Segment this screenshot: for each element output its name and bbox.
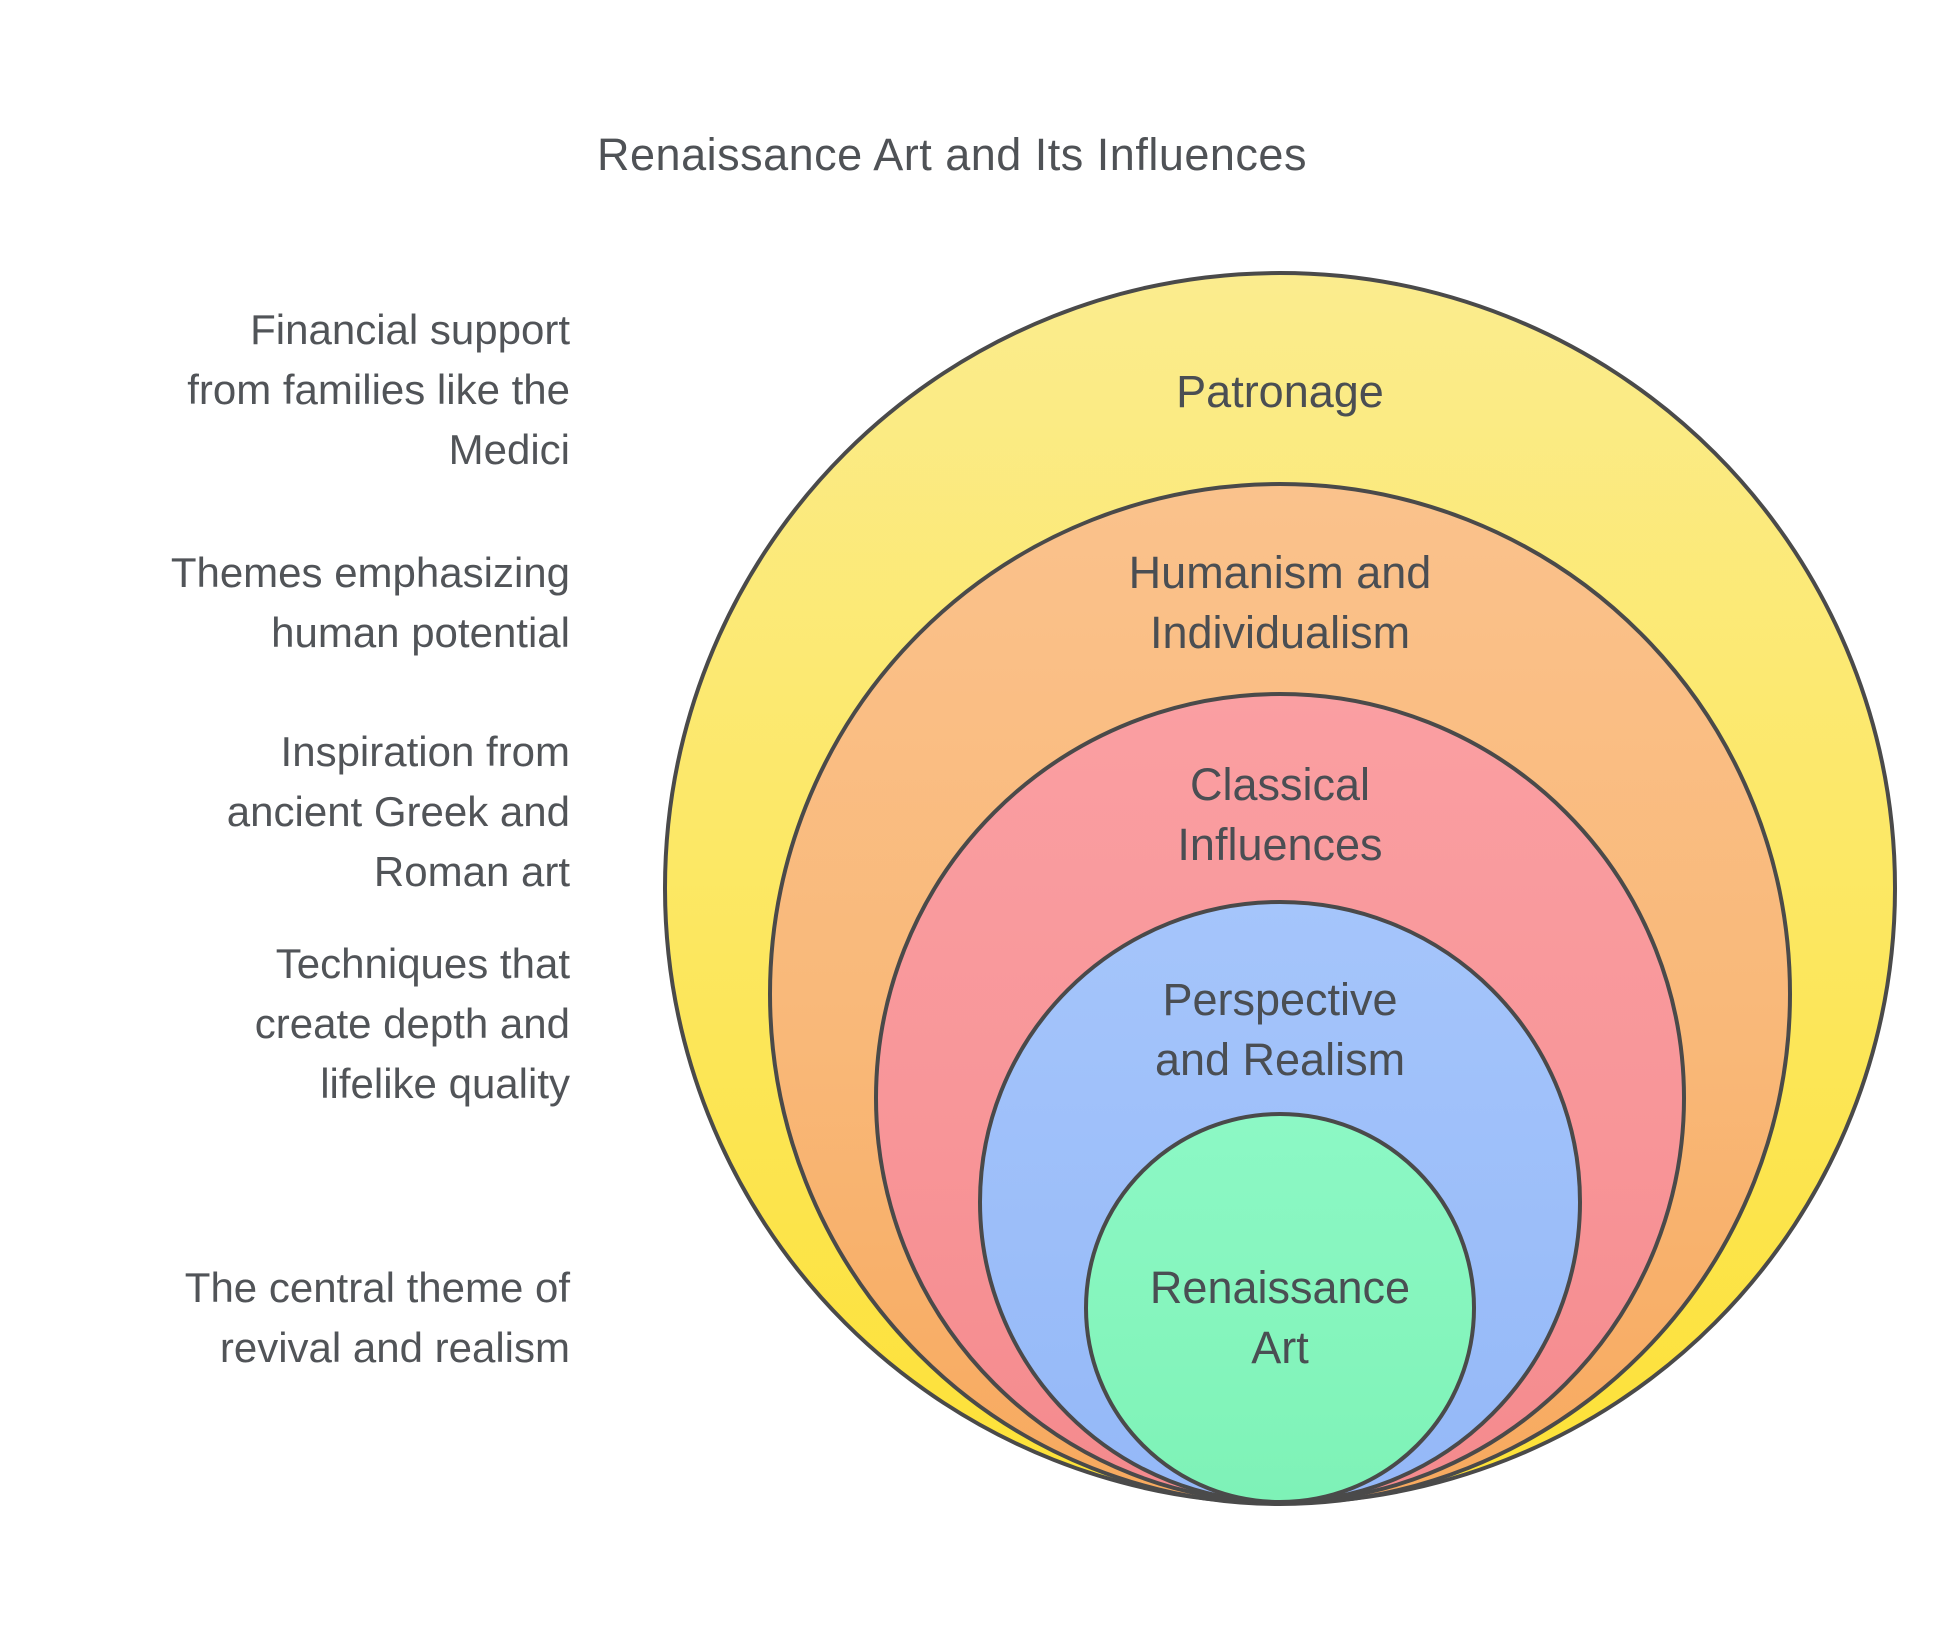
ring-renaissance: [1084, 1112, 1476, 1504]
annotation-classical: Inspiration from ancient Greek and Roman…: [226, 728, 570, 895]
annotation-patronage: Financial support from families like the…: [187, 306, 570, 473]
annotation-humanism: Themes emphasizing human potential: [170, 549, 570, 656]
annotation-perspective: Techniques that create depth and lifelik…: [254, 940, 570, 1107]
diagram-title: Renaissance Art and Its Influences: [597, 129, 1307, 180]
annotation-renaissance: The central theme of revival and realism: [184, 1264, 570, 1371]
